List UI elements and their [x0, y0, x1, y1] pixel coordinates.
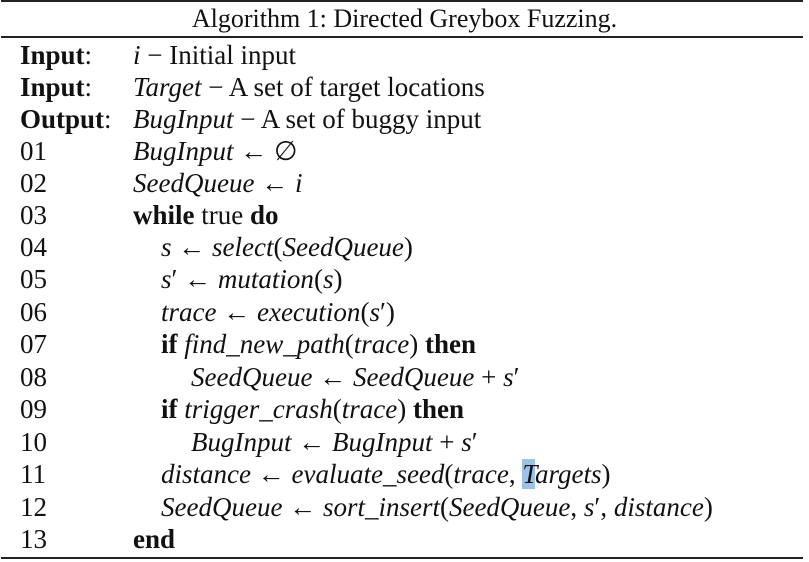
io-row-output: Output: BugInput − A set of buggy input	[0, 103, 809, 135]
top-rule	[1, 0, 803, 2]
algo-line-12: 12 SeedQueue ← sort_insert(SeedQueue, s′…	[0, 491, 809, 523]
io-row-input-2: Input: Target − A set of target location…	[0, 71, 809, 103]
line-number: 06	[20, 297, 47, 327]
algo-line-07: 07 if find_new_path(trace) then	[0, 328, 809, 360]
algorithm-caption: Algorithm 1: Directed Greybox Fuzzing.	[191, 4, 618, 33]
algo-line-08: 08 SeedQueue ← SeedQueue + s′	[0, 361, 809, 393]
line-code: if find_new_path(trace) then	[161, 329, 476, 359]
bottom-rule	[1, 557, 803, 559]
algo-line-03: 03 while true do	[0, 199, 809, 231]
io-value: i − Initial input	[133, 40, 296, 70]
line-number: 04	[20, 232, 47, 262]
io-label: Input:	[20, 72, 93, 102]
io-value: Target − A set of target locations	[133, 72, 485, 102]
line-number: 02	[20, 168, 47, 198]
line-code: if trigger_crash(trace) then	[161, 394, 464, 424]
line-number: 07	[20, 329, 47, 359]
algo-line-06: 06 trace ← execution(s′)	[0, 296, 809, 328]
algo-line-13: 13 end	[0, 523, 809, 555]
line-code: SeedQueue ← i	[133, 168, 303, 198]
algo-line-04: 04 s ← select(SeedQueue)	[0, 231, 809, 263]
algo-line-01: 01 BugInput ← ∅	[0, 135, 809, 167]
line-code: s ← select(SeedQueue)	[161, 232, 413, 262]
line-number: 10	[20, 427, 47, 457]
line-number: 11	[20, 459, 46, 489]
line-code: distance ← evaluate_seed(trace, Targets)	[161, 459, 611, 489]
line-code: SeedQueue ← SeedQueue + s′	[191, 362, 520, 392]
line-code: SeedQueue ← sort_insert(SeedQueue, s′, d…	[161, 492, 713, 522]
io-row-input-1: Input: i − Initial input	[0, 39, 809, 71]
line-code: s′ ← mutation(s)	[161, 264, 343, 294]
io-value: BugInput − A set of buggy input	[133, 104, 482, 134]
algo-line-05: 05 s′ ← mutation(s)	[0, 263, 809, 295]
caption-rule	[1, 36, 803, 38]
algo-line-10: 10 BugInput ← BugInput + s′	[0, 426, 809, 458]
line-number: 03	[20, 200, 47, 230]
line-number: 13	[20, 524, 47, 554]
algo-line-11: 11 distance ← evaluate_seed(trace, Targe…	[0, 458, 809, 490]
line-code: BugInput ← ∅	[133, 136, 298, 166]
algo-line-09: 09 if trigger_crash(trace) then	[0, 393, 809, 425]
line-number: 08	[20, 362, 47, 392]
io-label: Input:	[20, 40, 93, 70]
line-number: 05	[20, 264, 47, 294]
line-number: 09	[20, 394, 47, 424]
line-code: end	[133, 524, 176, 554]
io-label: Output:	[20, 104, 112, 134]
line-number: 01	[20, 136, 47, 166]
line-code: trace ← execution(s′)	[161, 297, 395, 327]
algo-line-02: 02 SeedQueue ← i	[0, 167, 809, 199]
line-code: while true do	[133, 200, 279, 230]
line-number: 12	[20, 492, 47, 522]
line-code: BugInput ← BugInput + s′	[191, 427, 478, 457]
